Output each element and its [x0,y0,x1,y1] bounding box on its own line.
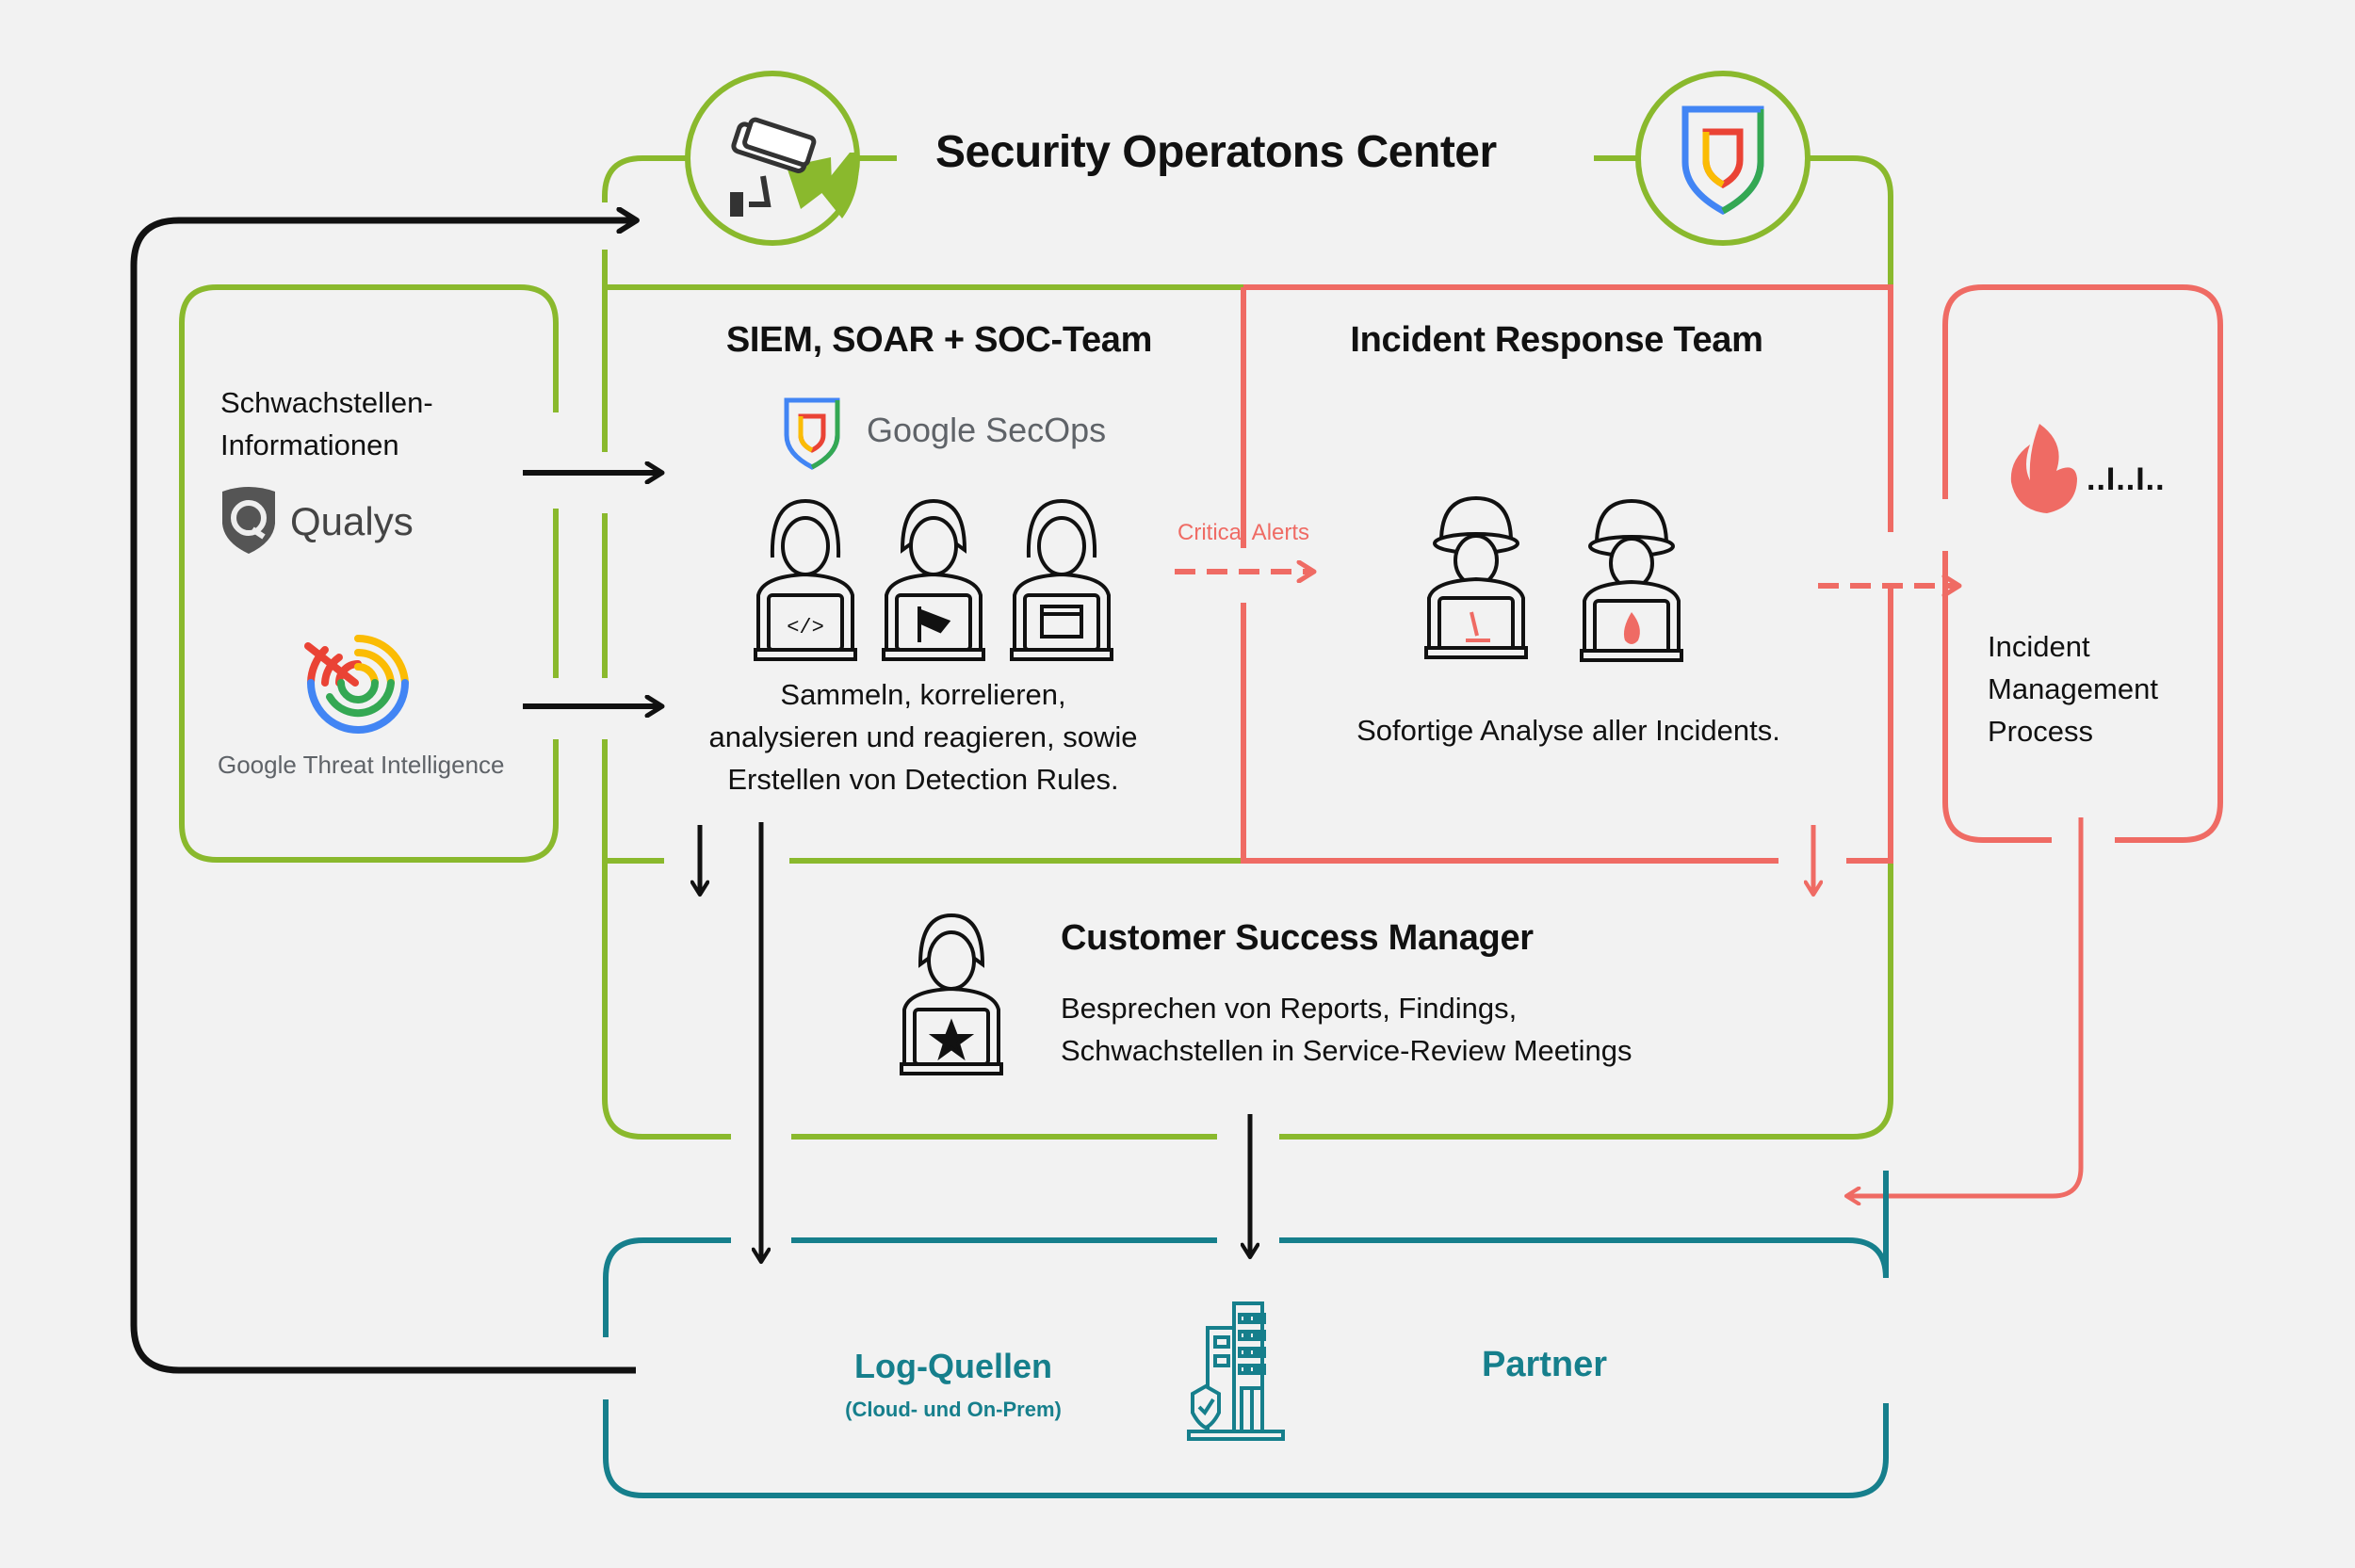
imp-label: Incident Management Process [1988,625,2158,752]
secops-logo-text: Google SecOps [867,411,1107,449]
csm-person-icon [900,913,1003,1075]
analyst-terminal-icon [1010,498,1113,661]
ir-responders [1424,495,1683,662]
log-sources-title: Log-Quellen [854,1347,1052,1385]
imp-label-line: Incident [1988,630,2090,663]
csm-description-line: Besprechen von Reports, Findings, [1061,992,1518,1025]
soc-analysts: </> [754,498,1113,661]
incident-response-description: Sofortige Analyse aller Incidents. [1356,714,1780,747]
analyst-code-icon: </> [754,498,857,661]
svg-text:</>: </> [787,616,824,639]
vulnerability-label-line1: Schwachstellen- [220,386,433,419]
secops-logo-shield-icon [784,397,840,470]
incident-response-box [1241,284,1893,864]
security-camera-icon [730,117,859,218]
vulnerability-label-line2: Informationen [220,428,399,461]
critical-alerts-label: Critical Alerts [1178,520,1310,545]
soc-outer-frame [602,155,1893,1140]
vulnerability-box [179,284,559,863]
shield-circle [1635,71,1811,246]
imp-label-line: Management [1988,672,2158,705]
partner-label: Partner [1482,1345,1608,1384]
soc-description: Sammeln, korrelieren, analysieren und re… [605,673,1242,800]
soc-description-line: Erstellen von Detection Rules. [727,763,1119,796]
csm-description-line: Schwachstellen in Service-Review Meeting… [1061,1034,1632,1067]
imp-label-line: Process [1988,715,2093,748]
responder-microscope-icon [1424,495,1528,659]
qualys-shield-icon [222,487,275,554]
customer-box [603,1171,1889,1498]
flame-icon [2010,424,2077,513]
building-icon [1187,1301,1285,1441]
responder-fire-icon [1580,498,1683,662]
google-secops-shield-icon [1681,105,1764,215]
gti-logo-text: Google Threat Intelligence [218,751,505,779]
qualys-logo-text: Qualys [290,499,414,543]
imp-to-partner-connector [1846,817,2084,1196]
incident-response-title: Incident Response Team [1350,320,1763,360]
incident-management-box [1942,284,2223,843]
soc-team-title: SIEM, SOAR + SOC-Team [725,320,1153,360]
soc-description-line: analysieren und reagieren, sowie [708,720,1138,753]
csm-description: Besprechen von Reports, Findings, Schwac… [1061,987,1632,1072]
analyst-camera-icon [882,498,985,661]
imp-logo-suffix: ..I..I.. [2087,461,2166,497]
log-sources-subtitle: (Cloud- und On-Prem) [845,1398,1062,1421]
page-title: Security Operatons Center [935,127,1497,177]
csm-title: Customer Success Manager [1061,918,1534,958]
log-feedback-connector [130,220,637,1374]
google-threat-intelligence-icon [304,634,409,734]
soc-description-line: Sammeln, korrelieren, [780,678,1066,711]
